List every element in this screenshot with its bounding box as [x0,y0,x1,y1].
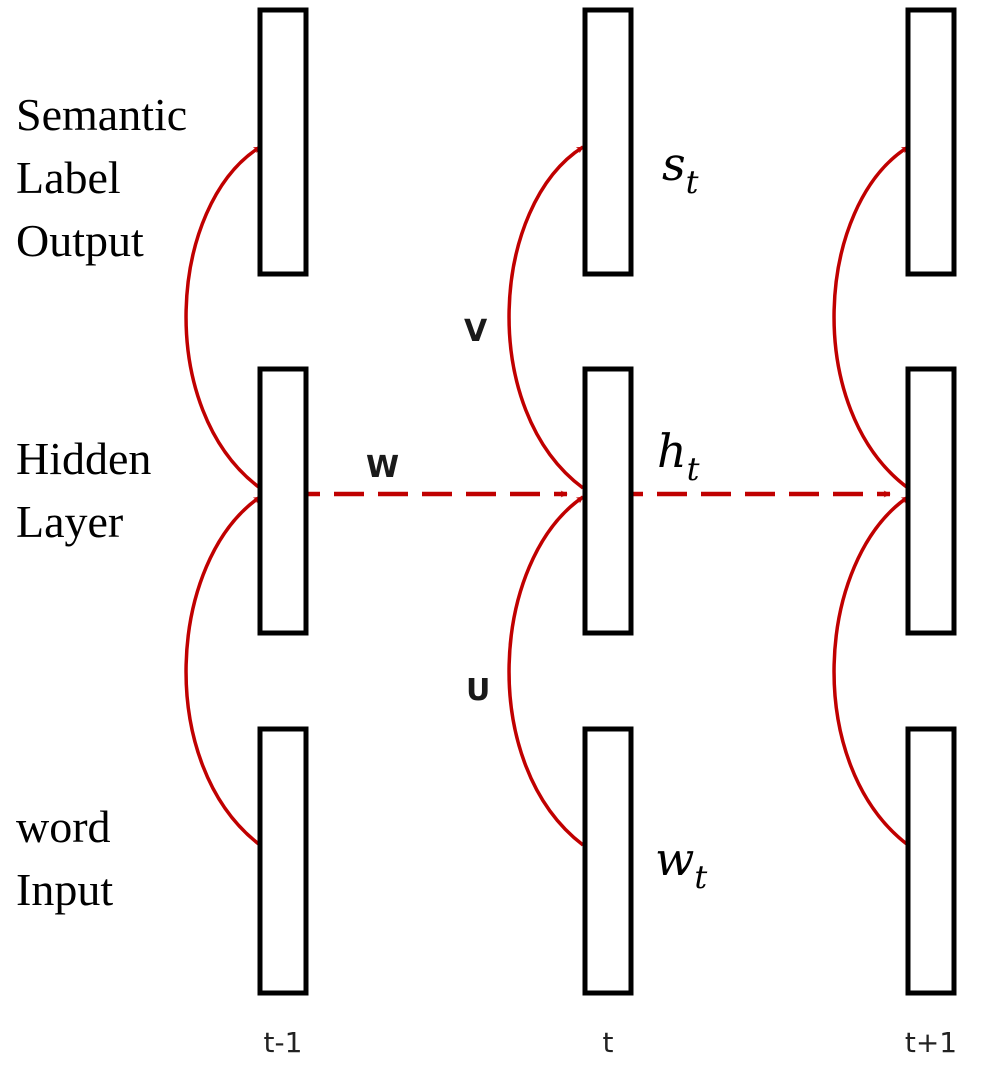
weight-v-label: V [464,314,488,349]
hidden-symbol: ht [657,424,700,488]
input-box-t-minus-1 [257,726,309,996]
input-to-hidden-arrow-t [507,495,585,847]
hidden-row-label: Hidden Layer [16,433,163,547]
timestep-label-t-plus-1: t+1 [905,1026,957,1059]
output-box-t-minus-1 [257,7,309,277]
input-label-line-2: Input [16,864,113,915]
hidden-symbol-base: h [657,424,687,478]
hidden-to-output-arrow-t-plus-1 [832,145,910,490]
hidden-box-t-minus-1 [257,366,309,636]
weight-w-label: W [366,450,399,485]
output-box-t [582,7,634,277]
output-box-t-plus-1 [905,7,957,277]
output-symbol: st [662,137,699,201]
output-symbol-base: s [662,137,686,191]
hidden-box-t [582,366,634,636]
input-box-t-plus-1 [905,726,957,996]
layer-boxes [257,7,957,996]
input-row-label: word Input [16,801,122,915]
input-box-t [582,726,634,996]
hidden-to-output-arrow-t-minus-1 [184,145,262,490]
timestep-label-t: t [603,1026,614,1059]
weight-u-label: U [466,673,490,708]
output-label-line-1: Semantic [16,89,187,140]
input-symbol-subscript: t [694,858,707,896]
output-symbol-subscript: t [686,163,699,201]
input-label-line-1: word [16,801,111,852]
hidden-symbol-subscript: t [687,450,700,488]
output-label-line-2: Label [16,152,121,203]
input-symbol: wt [655,832,707,896]
hidden-box-t-plus-1 [905,366,957,636]
input-to-hidden-arrow-t-minus-1 [184,495,262,847]
hidden-to-output-arrow-t [507,145,585,490]
input-to-hidden-arrow-t-plus-1 [832,495,910,847]
output-label-line-3: Output [16,215,144,266]
hidden-label-line-2: Layer [16,496,123,547]
connections [184,145,910,847]
hidden-label-line-1: Hidden [16,433,151,484]
input-symbol-base: w [655,832,694,886]
timestep-label-t-minus-1: t-1 [264,1026,303,1059]
output-row-label: Semantic Label Output [16,89,199,266]
